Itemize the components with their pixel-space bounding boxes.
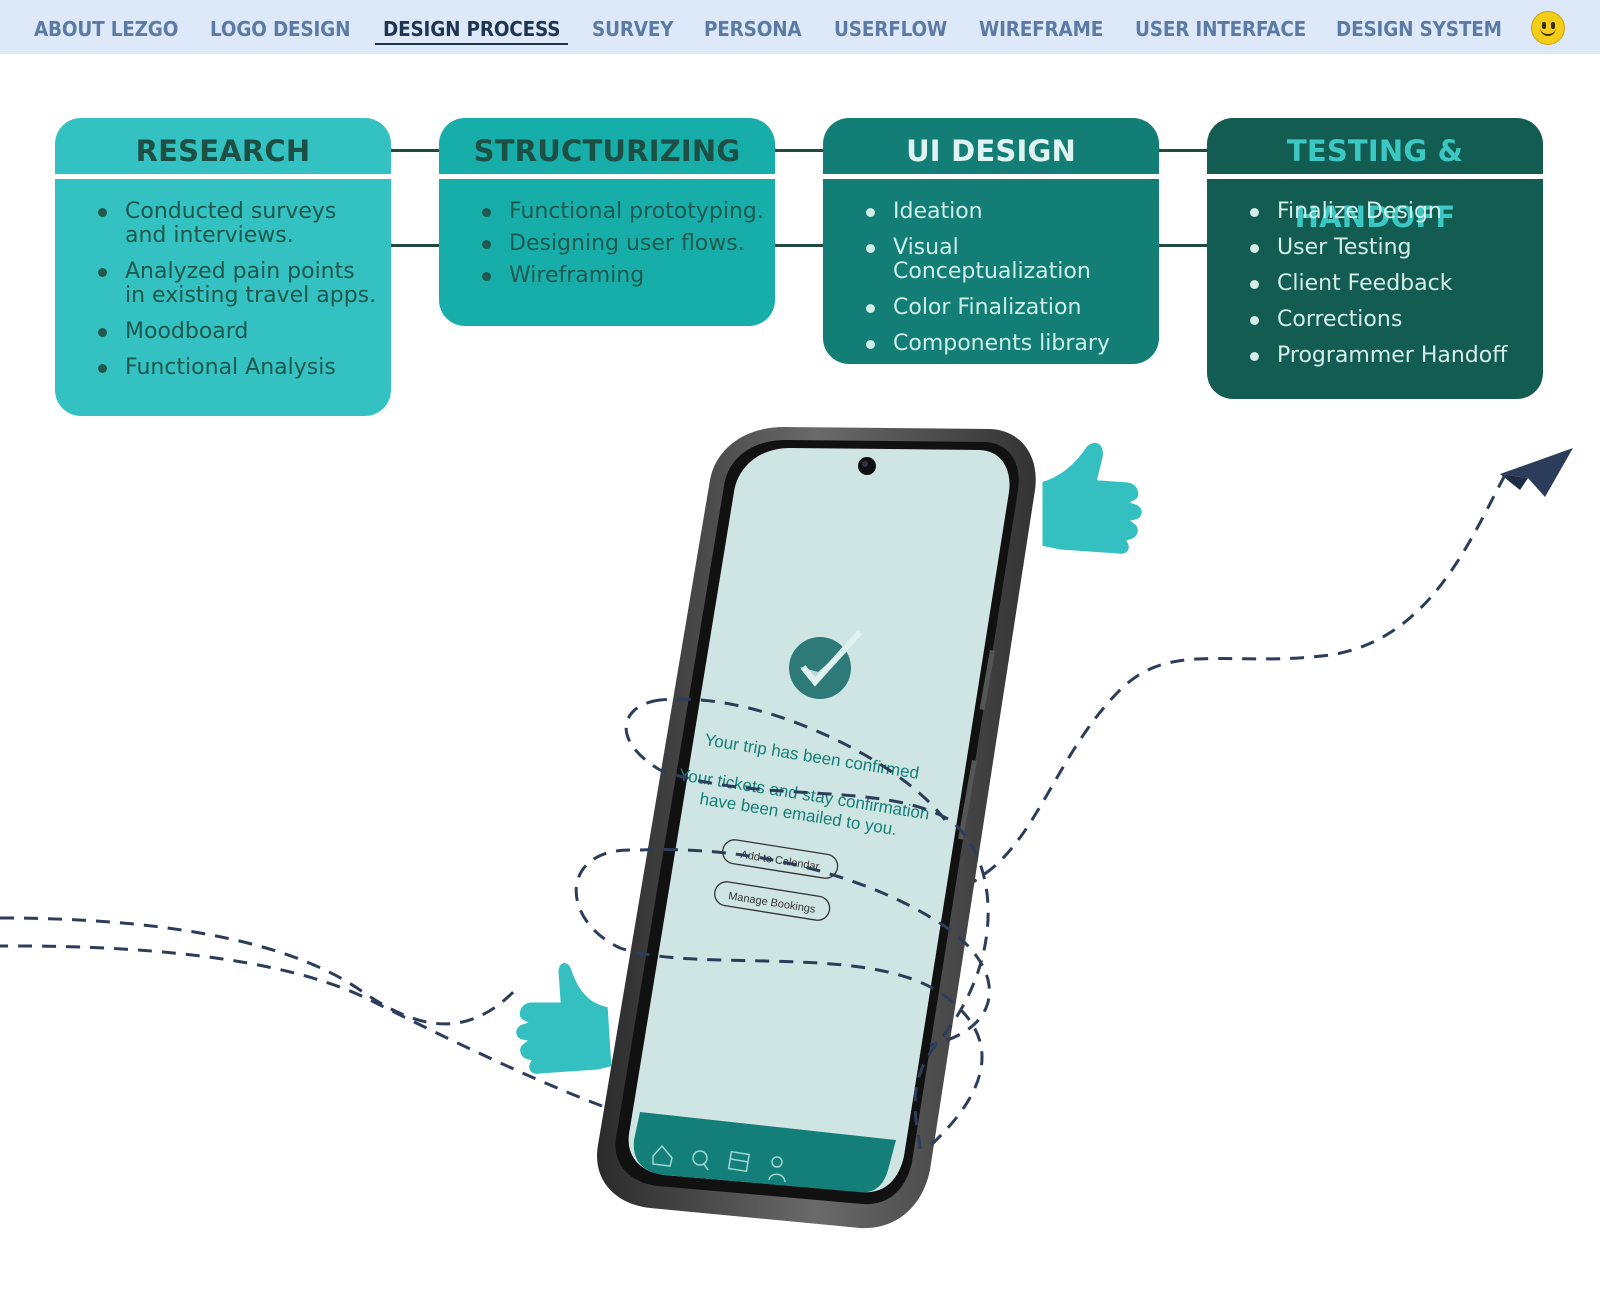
bullet-icon — [866, 208, 875, 217]
process-list-item: Color Finalization — [823, 296, 1159, 320]
process-card-structurizing: STRUCTURIZING Functional prototyping. Des… — [439, 118, 775, 326]
process-list-item: Moodboard — [55, 320, 391, 344]
process-card-title: TESTING & HANDOFF — [1286, 134, 1464, 234]
nav-item-persona[interactable]: PERSONA — [704, 17, 802, 41]
bullet-icon — [866, 340, 875, 349]
nav-item-survey[interactable]: SURVEY — [592, 17, 674, 41]
process-list-item: Programmer Handoff — [1207, 344, 1543, 368]
process-list-item: Visual Conceptualization — [823, 236, 1159, 284]
process-list-item: Designing user flows. — [439, 232, 775, 256]
nav-item-about-lezgo[interactable]: ABOUT LEZGO — [34, 17, 179, 41]
nav-item-design-system[interactable]: DESIGN SYSTEM — [1336, 17, 1502, 41]
process-list-item: Client Feedback — [1207, 272, 1543, 296]
process-list-item: Corrections — [1207, 308, 1543, 332]
process-card-title: STRUCTURIZING — [473, 134, 741, 168]
process-connector — [769, 149, 826, 152]
bullet-icon — [1250, 208, 1259, 217]
process-connector — [769, 244, 826, 247]
bullet-icon — [1250, 352, 1259, 361]
process-card-list: Functional prototyping. Designing user fl… — [439, 179, 775, 288]
bullet-icon — [1250, 316, 1259, 325]
calendar-icon[interactable] — [727, 1150, 750, 1173]
bullet-icon — [866, 304, 875, 313]
process-list-item-label: Wireframing — [509, 263, 645, 288]
process-list-item-label: User Testing — [1277, 235, 1412, 260]
process-list-item: Analyzed pain points in existing travel … — [55, 260, 391, 308]
active-tab-underline — [375, 43, 568, 45]
process-list-item-label: Corrections — [1277, 307, 1403, 332]
process-list-item: Functional Analysis — [55, 356, 391, 380]
process-list-item: Components library — [823, 332, 1159, 356]
bullet-icon — [98, 364, 107, 373]
bullet-icon — [482, 208, 491, 217]
bullet-icon — [482, 272, 491, 281]
nav-item-logo-design[interactable]: LOGO DESIGN — [210, 17, 351, 41]
process-list-item-label: Color Finalization — [893, 295, 1082, 320]
paper-plane-icon — [1500, 448, 1573, 497]
smiley-face-icon[interactable] — [1531, 11, 1565, 45]
process-connector — [1153, 244, 1210, 247]
process-list-item-label: Programmer Handoff — [1277, 343, 1508, 368]
process-list-item-label: Moodboard — [125, 319, 249, 344]
process-list-item-label: Analyzed pain points in existing travel … — [125, 259, 377, 308]
bullet-icon — [98, 268, 107, 277]
profile-icon[interactable] — [768, 1156, 786, 1183]
process-list-item: Finalize Design — [1207, 200, 1543, 224]
nav-item-user-interface[interactable]: USER INTERFACE — [1135, 17, 1307, 41]
dashed-flight-path — [911, 474, 1507, 903]
bullet-icon — [482, 240, 491, 249]
process-list-item-label: Components library — [893, 331, 1110, 356]
process-list-item-label: Conducted surveys and interviews. — [125, 199, 337, 248]
bullet-icon — [866, 244, 875, 253]
phone-screen — [628, 448, 1010, 1193]
process-list-item: Conducted surveys and interviews. — [55, 200, 391, 248]
process-connector — [1153, 149, 1210, 152]
search-icon[interactable] — [692, 1150, 709, 1171]
bullet-icon — [1250, 244, 1259, 253]
check-icon — [789, 625, 872, 699]
phone-mockup: Your trip has been confirmed Your ticket… — [597, 427, 1036, 1229]
dashed-loop-path — [0, 697, 991, 1151]
process-list-item: Wireframing — [439, 264, 775, 288]
phone-tab-bar — [633, 1112, 896, 1193]
process-connector — [385, 244, 442, 247]
process-list-item-label: Functional Analysis — [125, 355, 336, 380]
process-card-list: Conducted surveys and interviews. Analyze… — [55, 179, 391, 380]
nav-item-design-process[interactable]: DESIGN PROCESS — [383, 17, 561, 41]
process-list-item: Ideation — [823, 200, 1159, 224]
top-navigation: ABOUT LEZGO LOGO DESIGN DESIGN PROCESS S… — [0, 0, 1600, 54]
process-list-item: User Testing — [1207, 236, 1543, 260]
process-list-item-label: Ideation — [893, 199, 983, 224]
process-list-item-label: Client Feedback — [1277, 271, 1453, 296]
home-icon[interactable] — [652, 1144, 673, 1167]
process-card-title: RESEARCH — [135, 134, 311, 168]
nav-item-userflow[interactable]: USERFLOW — [834, 17, 948, 41]
thumbs-up-icon — [1037, 438, 1147, 559]
process-card-title: UI DESIGN — [906, 134, 1076, 168]
process-list-item-label: Visual Conceptualization — [893, 235, 1091, 284]
process-list-item-label: Designing user flows. — [509, 231, 745, 256]
bullet-icon — [98, 208, 107, 217]
process-connector — [385, 149, 442, 152]
bullet-icon — [1250, 280, 1259, 289]
process-list-item-label: Finalize Design — [1277, 199, 1442, 224]
process-card-research: RESEARCH Conducted surveys and interview… — [55, 118, 391, 416]
bullet-icon — [98, 328, 107, 337]
process-list-item-label: Functional prototyping. — [509, 199, 764, 224]
process-list-item: Functional prototyping. — [439, 200, 775, 224]
thumbs-up-icon — [511, 958, 617, 1079]
nav-item-wireframe[interactable]: WIREFRAME — [979, 17, 1104, 41]
